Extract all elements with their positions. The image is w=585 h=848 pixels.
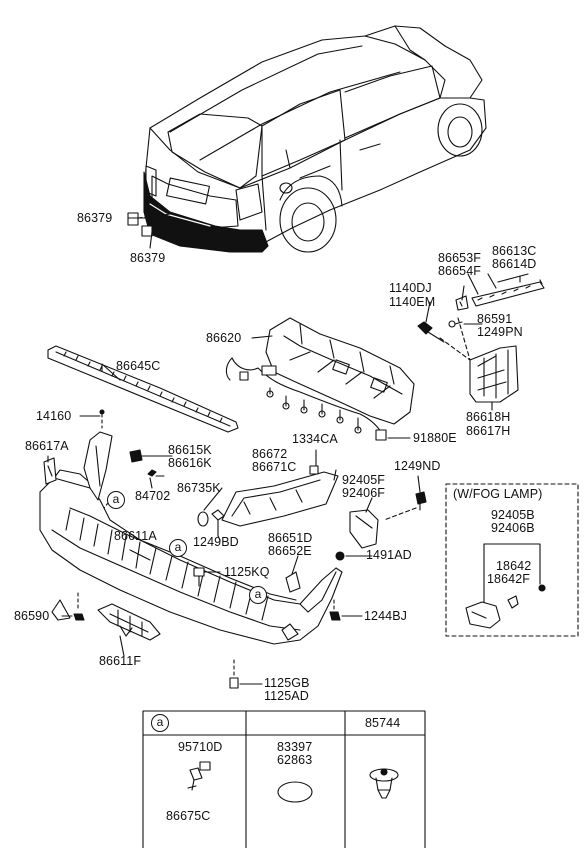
label-1334ca: 1334CA (292, 432, 338, 446)
label-86613c: 86613C (492, 244, 537, 258)
fog-lamp-option-box (445, 483, 579, 637)
label-86615k: 86615K (168, 443, 212, 457)
label-1249pn: 1249PN (477, 325, 523, 339)
label-86590: 86590 (14, 609, 50, 623)
label-91880e: 91880E (413, 431, 457, 445)
label-86616k: 86616K (168, 456, 212, 470)
label-18642: 18642 (496, 559, 532, 573)
label-86379-upper: 86379 (77, 211, 113, 225)
label-86675c: 86675C (166, 809, 211, 823)
label-1140dj: 1140DJ (389, 281, 432, 295)
label-86611f: 86611F (99, 654, 142, 668)
label-86653f: 86653F (438, 251, 481, 265)
table-header-85744: 85744 (365, 716, 401, 730)
label-1249bd: 1249BD (193, 535, 239, 549)
label-1491ad: 1491AD (366, 548, 412, 562)
label-86611a: 86611A (114, 529, 157, 543)
vehicle-illustration (143, 25, 487, 253)
parts-table-grid (142, 710, 426, 848)
reflector-86672 (221, 471, 339, 527)
label-86652e: 86652E (268, 544, 312, 558)
wiring-harness-91880e (231, 357, 385, 439)
label-83397: 83397 (277, 740, 313, 754)
label-92405f: 92405F (342, 473, 385, 487)
label-1125kq: 1125KQ (224, 565, 270, 579)
label-18642f: 18642F (487, 572, 530, 586)
callout-a-center: a (169, 539, 187, 557)
energy-absorber-86620 (265, 317, 415, 425)
callout-a-left: a (107, 491, 125, 509)
callout-a-right: a (249, 586, 267, 604)
label-86617h: 86617H (466, 424, 511, 438)
label-92406b: 92406B (491, 521, 535, 535)
label-1249nd: 1249ND (394, 459, 441, 473)
bracket-86618h (469, 345, 519, 403)
label-92406f: 92406F (342, 486, 385, 500)
label-1125gb: 1125GB (264, 676, 310, 690)
label-86617a: 86617A (25, 439, 69, 453)
bracket-86613c (471, 281, 545, 307)
label-86620: 86620 (206, 331, 242, 345)
label-86618h: 86618H (466, 410, 511, 424)
label-14160: 14160 (36, 409, 72, 423)
fog-box-title: (W/FOG LAMP) (453, 487, 543, 501)
label-1244bj: 1244BJ (364, 609, 407, 623)
label-84702: 84702 (135, 489, 171, 503)
label-86645c: 86645C (116, 359, 161, 373)
label-1140em: 1140EM (389, 295, 436, 309)
label-86379-lower: 86379 (130, 251, 166, 265)
lower-garnish-86611f (97, 603, 161, 641)
label-62863: 62863 (277, 753, 313, 767)
label-92405b: 92405B (491, 508, 535, 522)
label-86591: 86591 (477, 312, 513, 326)
label-86672: 86672 (252, 447, 288, 461)
label-1125ad: 1125AD (264, 689, 309, 703)
label-95710d: 95710D (178, 740, 223, 754)
label-86671c: 86671C (252, 460, 297, 474)
table-header-callout-a: a (151, 714, 169, 732)
fog-reflector-92405f (349, 509, 379, 549)
label-86614d: 86614D (492, 257, 537, 271)
label-86654f: 86654F (438, 264, 481, 278)
clip-86379-upper (127, 212, 139, 226)
label-86735k: 86735K (177, 481, 221, 495)
clip-86379-lower (141, 225, 153, 237)
label-86651d: 86651D (268, 531, 313, 545)
